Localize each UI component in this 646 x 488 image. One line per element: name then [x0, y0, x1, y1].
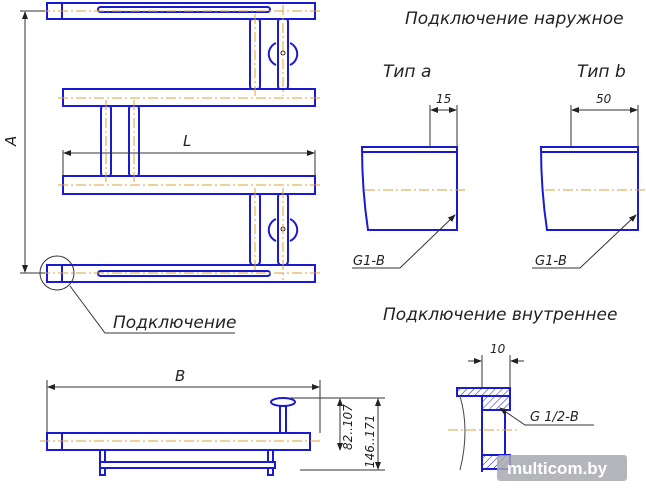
connection-label: Подключение: [113, 313, 237, 333]
dim-a-label: A: [2, 136, 20, 147]
valve-handle: [270, 397, 296, 407]
valve-icon: [267, 42, 299, 66]
type-b-detail: Тип b 50 G1-B: [532, 62, 645, 269]
internal-title: Подключение внутреннее: [383, 305, 617, 325]
dim-depth-2: 146..171: [363, 415, 377, 468]
watermark-box: [497, 455, 627, 481]
connection-callout: [39, 255, 75, 291]
type-b-dim: 50: [596, 92, 612, 106]
dim-l-label: L: [183, 132, 191, 150]
type-a-dim: 15: [436, 92, 451, 106]
front-view: A L Подключение: [2, 2, 322, 334]
type-b-thread: G1-B: [535, 254, 567, 269]
type-a-detail: Тип a 15 G1-B: [352, 62, 465, 269]
type-a-thread: G1-B: [353, 254, 385, 269]
valve-icon: [267, 218, 299, 242]
type-a-label: Тип a: [383, 62, 431, 82]
dim-depth-1: 82..107: [341, 404, 355, 450]
internal-thread: G 1/2-B: [530, 410, 579, 425]
dim-b-label: B: [175, 367, 185, 385]
external-title: Подключение наружное: [405, 9, 624, 29]
type-b-label: Тип b: [577, 62, 626, 82]
watermark: multicom.by: [507, 459, 608, 478]
internal-dim: 10: [490, 342, 506, 356]
internal-detail: 10 G 1/2-B: [448, 342, 594, 472]
side-view: B 82..107 146..171: [40, 367, 385, 476]
